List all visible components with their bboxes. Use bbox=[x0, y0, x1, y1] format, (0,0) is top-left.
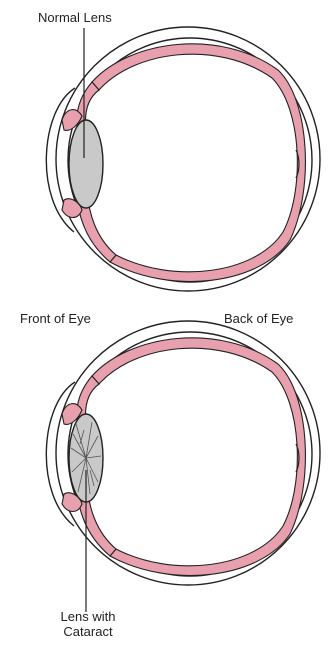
back-of-eye-label: Back of Eye bbox=[224, 311, 293, 326]
lens-with-cataract-line1: Lens with bbox=[48, 609, 128, 624]
front-of-eye-label: Front of Eye bbox=[20, 311, 91, 326]
lens-with-cataract-line2: Cataract bbox=[48, 624, 128, 639]
cataract-eye bbox=[46, 321, 320, 612]
lens-with-cataract-label: Lens with Cataract bbox=[48, 609, 128, 639]
normal-lens-shape bbox=[69, 120, 103, 208]
normal-lens-label: Normal Lens bbox=[38, 10, 112, 25]
normal-eye bbox=[46, 27, 320, 291]
